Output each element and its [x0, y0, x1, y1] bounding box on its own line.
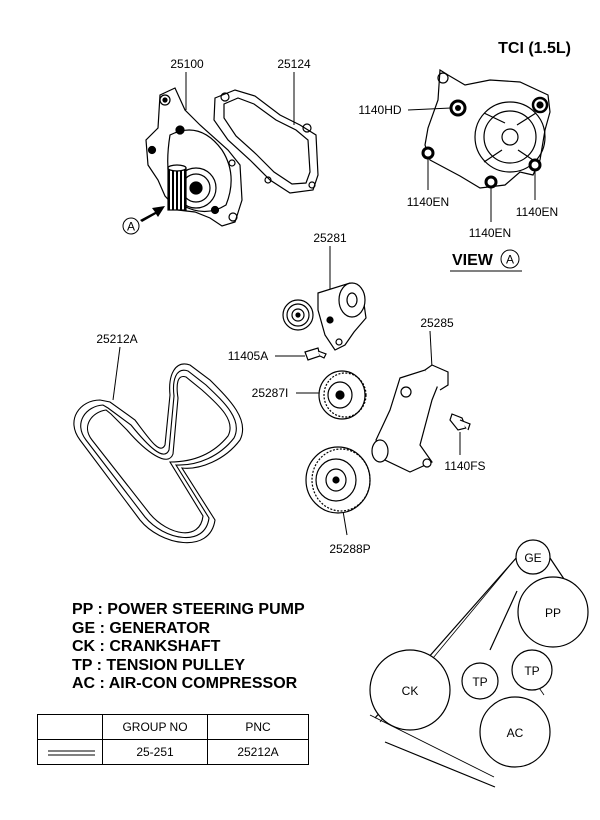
callout-25288p: 25288P [329, 542, 370, 556]
callout-1140en-2: 1140EN [469, 226, 511, 240]
pulley-ge-label: GE [524, 551, 541, 565]
table-row: 25-251 25212A [37, 739, 309, 765]
bolt-11405a [304, 347, 327, 361]
callout-25100: 25100 [170, 57, 204, 71]
gasket [213, 89, 319, 194]
idler-pulley [318, 370, 367, 420]
callout-1140fs: 1140FS [444, 459, 485, 473]
callout-25287i: 25287I [252, 386, 289, 400]
table-header-group: GROUP NO [102, 714, 208, 740]
callout-25285: 25285 [420, 316, 454, 330]
table-header-blank [37, 714, 103, 740]
abbreviation-legend: PP : POWER STEERING PUMP GE : GENERATOR … [72, 601, 305, 694]
pulley-circles [369, 539, 589, 768]
tensioner [282, 282, 367, 351]
view-marker: A [506, 253, 514, 267]
arrow-marker-label: A [127, 220, 135, 234]
callout-25124: 25124 [277, 57, 311, 71]
legend-item: GE : GENERATOR [72, 619, 211, 637]
pulley-tp-left [461, 662, 499, 700]
pulley-25288p [305, 446, 371, 514]
table-cell-pnc: 25212A [207, 739, 309, 765]
drive-belt [73, 363, 244, 544]
callout-1140hd: 1140HD [358, 103, 401, 117]
legend-item: PP : POWER STEERING PUMP [72, 601, 305, 618]
pulley-pp [517, 576, 589, 648]
callout-1140en-1: 1140EN [407, 195, 449, 209]
legend-item: AC : AIR-CON COMPRESSOR [72, 675, 298, 692]
engine-title: TCI (1.5L) [498, 40, 571, 57]
table-header-row: GROUP NO PNC [37, 714, 309, 740]
bolt-hd-marker [449, 99, 467, 117]
reference-table: GROUP NO PNC 25-251 25212A [37, 714, 309, 765]
callout-1140en-3: 1140EN [516, 205, 558, 219]
pulley-ac [479, 696, 551, 768]
callout-25212a: 25212A [96, 332, 137, 346]
water-pump [145, 87, 243, 227]
pulley-tp-left-label: TP [472, 675, 487, 689]
pulley-tp-right-label: TP [524, 664, 539, 678]
pulley-ck [369, 649, 451, 731]
table-header-pnc: PNC [207, 714, 309, 740]
view-label: VIEW [452, 252, 494, 269]
legend-item: CK : CRANKSHAFT [72, 638, 221, 655]
pulley-ge [515, 539, 551, 575]
pulley-ck-label: CK [402, 684, 419, 698]
pump-housing-view [424, 68, 551, 189]
legend-item: TP : TENSION PULLEY [72, 656, 246, 674]
view-marker-circle [500, 249, 520, 269]
pulley-ac-label: AC [507, 726, 524, 740]
bolt-1140fs [449, 413, 471, 431]
callout-11405a: 11405A [228, 349, 268, 363]
callout-25281: 25281 [313, 231, 347, 245]
pulley-pp-label: PP [545, 606, 561, 620]
table-cell-group: 25-251 [102, 739, 208, 765]
view-arrow [122, 206, 165, 235]
bracket-25285 [371, 364, 449, 473]
table-cell-swatch [37, 739, 103, 765]
bolt-en-markers [421, 146, 542, 189]
pulley-tp-right [511, 649, 553, 691]
